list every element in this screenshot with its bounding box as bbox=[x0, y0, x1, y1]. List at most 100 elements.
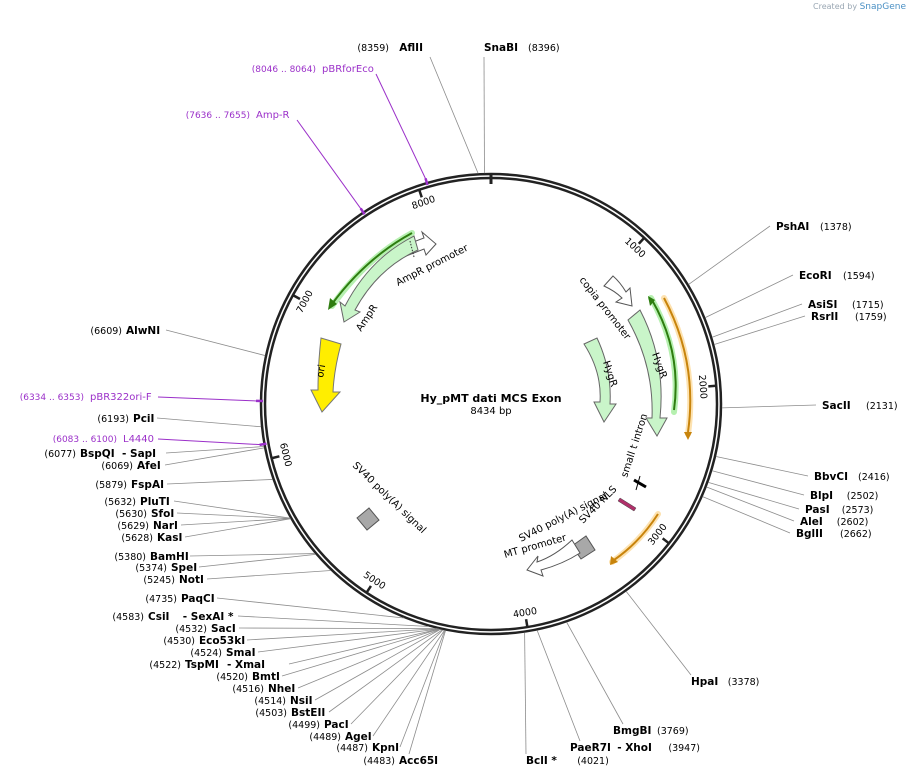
site-name: PasI bbox=[805, 504, 830, 516]
site-name: SnaBI bbox=[484, 42, 518, 54]
site-leader-line bbox=[173, 500, 291, 519]
site-extra: - XmaI bbox=[227, 659, 265, 671]
site-leader-line bbox=[206, 570, 331, 580]
site-leader-line bbox=[702, 496, 791, 534]
site-label-bmti: (4520)BmtI bbox=[216, 671, 279, 683]
site-position: (4520) bbox=[216, 672, 248, 683]
site-leader-line bbox=[705, 274, 794, 318]
map-title: Hy_pMT dati MCS Exon bbox=[420, 392, 561, 405]
primer-annotations: (8046 .. 8064)pBRforEco(7636 .. 7655)Amp… bbox=[20, 64, 429, 447]
primer-label-pbrforeco: (8046 .. 8064)pBRforEco bbox=[252, 64, 374, 75]
site-name: PciI bbox=[133, 413, 154, 425]
site-position: (2662) bbox=[840, 529, 872, 540]
site-name: HpaI bbox=[691, 676, 718, 688]
tick-mark bbox=[708, 384, 717, 388]
site-name: KpnI bbox=[372, 742, 399, 754]
site-position: (4735) bbox=[145, 594, 177, 605]
site-leader-line bbox=[314, 629, 441, 701]
primer-site-mark bbox=[259, 442, 267, 447]
site-leader-line bbox=[712, 470, 805, 496]
primer-leader-line bbox=[375, 73, 427, 180]
site-leader-line bbox=[708, 481, 800, 510]
site-leader-line bbox=[166, 479, 273, 485]
site-position: (1594) bbox=[843, 271, 875, 282]
site-leader-line bbox=[288, 628, 440, 665]
site-name: AlwNI bbox=[126, 325, 160, 337]
site-label-alwni: (6609)AlwNI bbox=[90, 325, 160, 337]
primer-site-mark bbox=[424, 177, 429, 186]
hygr-orf-arrowhead bbox=[648, 296, 655, 306]
primer-site-mark bbox=[359, 207, 366, 215]
site-position: (4503) bbox=[255, 708, 287, 719]
site-position: (4583) bbox=[112, 612, 144, 623]
site-position: (3769) bbox=[657, 726, 689, 737]
primer-label-ampr: (7636 .. 7655)Amp-R bbox=[186, 110, 290, 121]
site-leader-line bbox=[257, 628, 439, 653]
site-position: (4516) bbox=[232, 684, 264, 695]
site-position: (4530) bbox=[163, 636, 195, 647]
site-position: (4021) bbox=[577, 756, 609, 767]
site-leader-line bbox=[180, 518, 291, 526]
site-name: SmaI bbox=[226, 647, 256, 659]
snapgene-credit: Created by SnapGene bbox=[813, 2, 906, 12]
site-label-rsrii: RsrII(1759) bbox=[811, 311, 887, 323]
site-name: NsiI bbox=[290, 695, 313, 707]
site-position: (2416) bbox=[858, 472, 890, 483]
copia-promoter-arrow bbox=[603, 275, 633, 307]
site-name: NarI bbox=[153, 520, 178, 532]
feature-label-small-t-intron: small t intron bbox=[619, 412, 650, 478]
site-label-smai: (4524) SmaI bbox=[190, 647, 255, 659]
site-label-fspai: (5879)FspAI bbox=[95, 479, 164, 491]
site-name: PshAI bbox=[776, 221, 809, 233]
site-name: BspQI bbox=[80, 448, 115, 460]
feature-label-ampr: AmpR bbox=[354, 303, 380, 334]
site-position: (4524) bbox=[190, 648, 222, 659]
site-label-kpni: (4487)KpnI bbox=[336, 742, 399, 754]
site-name: KasI bbox=[157, 532, 182, 544]
site-name: PaqCI bbox=[181, 593, 215, 605]
primer-range: (6334 .. 6353) bbox=[20, 393, 84, 403]
feature-label-sv40-polya-left: SV40 poly(A) signal bbox=[350, 460, 428, 536]
site-position: (5245) bbox=[143, 575, 175, 586]
site-position: (5630) bbox=[115, 509, 147, 520]
site-position: (4532) bbox=[175, 624, 207, 635]
hygr-orf-line bbox=[651, 299, 677, 411]
site-name: SpeI bbox=[171, 562, 197, 574]
site-label-paer7i: PaeR7I(3947)- XhoI bbox=[570, 742, 700, 754]
site-leader-line bbox=[165, 329, 266, 356]
tick-label: 5000 bbox=[361, 570, 387, 593]
site-label-bmgbi: BmgBI(3769) bbox=[613, 725, 689, 737]
site-position: (3947) bbox=[668, 743, 700, 754]
primer-range: (7636 .. 7655) bbox=[186, 111, 250, 121]
feature-label-ori: ori bbox=[315, 364, 328, 379]
site-label-pluti: (5632)PluTI bbox=[104, 496, 169, 508]
ampr-orf-line bbox=[331, 232, 413, 305]
site-label-bamhi: (5380)BamHI bbox=[114, 551, 188, 563]
site-label-bcli: BclI * (4021) bbox=[526, 755, 609, 767]
site-leader-line bbox=[238, 627, 438, 630]
tick-mark bbox=[418, 189, 423, 198]
site-label-bbvci: BbvCI(2416) bbox=[814, 471, 890, 483]
site-leader-line bbox=[372, 630, 445, 737]
site-leader-line bbox=[715, 456, 809, 477]
site-label-snabi: SnaBI(8396) bbox=[484, 42, 560, 54]
site-leader-line bbox=[184, 518, 291, 538]
site-label-sacii: SacII(2131) bbox=[822, 400, 898, 412]
tick-mark bbox=[271, 455, 280, 460]
site-leader-line bbox=[429, 56, 479, 174]
site-leader-line bbox=[625, 591, 692, 676]
site-position: (1378) bbox=[820, 222, 852, 233]
site-name: BclI * bbox=[526, 755, 557, 767]
primer-name: pBR322ori-F bbox=[90, 392, 152, 403]
ori-arrow bbox=[310, 337, 342, 413]
primer-leader-line bbox=[157, 396, 258, 402]
site-position: (6193) bbox=[97, 414, 129, 425]
site-name: AsiSI bbox=[808, 299, 837, 311]
primer-leader-line bbox=[296, 119, 362, 210]
tick-label: 6000 bbox=[277, 442, 293, 468]
site-leader-line bbox=[165, 446, 264, 454]
site-name: SfoI bbox=[151, 508, 174, 520]
sv40-polya-left-box bbox=[356, 507, 380, 531]
site-leader-line bbox=[281, 628, 440, 677]
